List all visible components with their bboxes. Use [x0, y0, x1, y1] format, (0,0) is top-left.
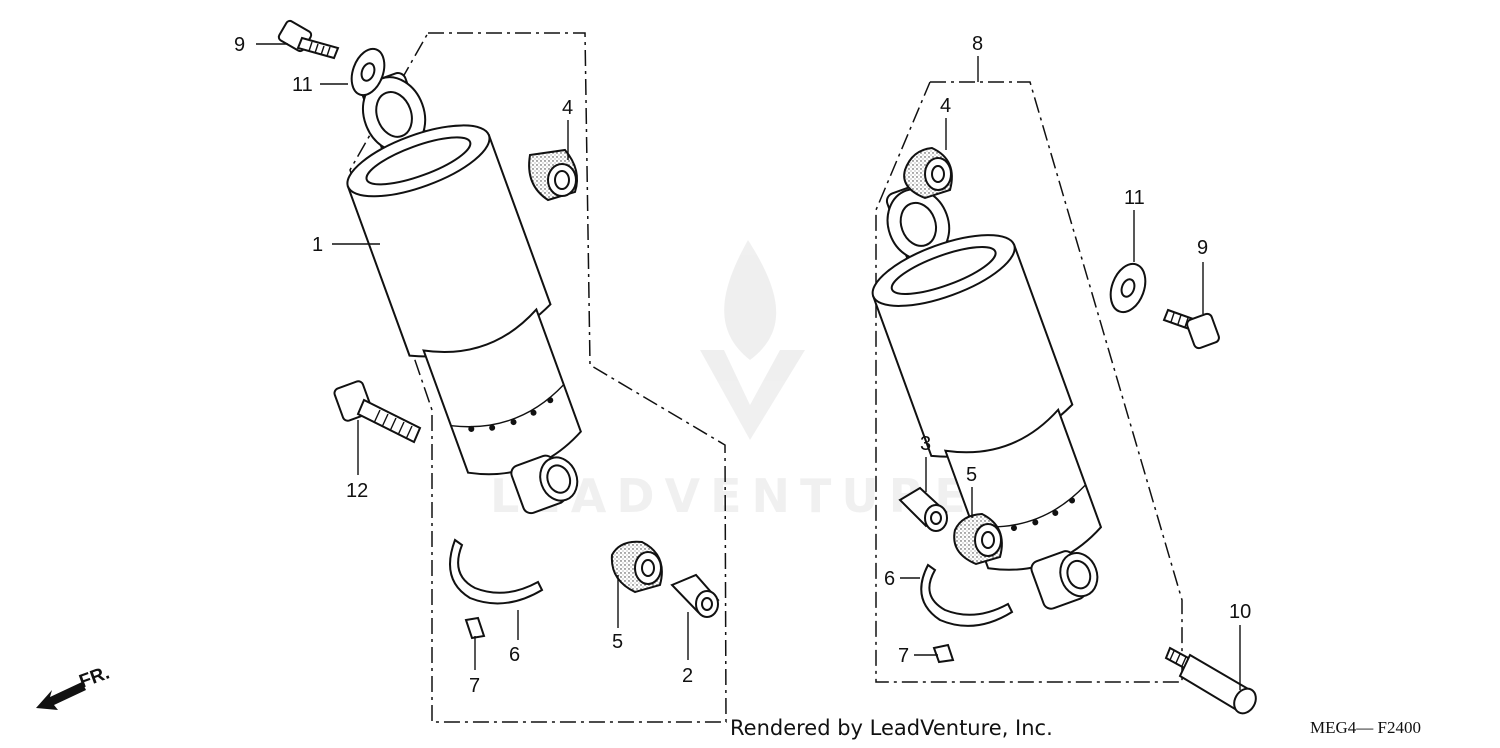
left-callout-2: 2 [682, 665, 693, 687]
right-callout-9: 9 [1197, 237, 1208, 259]
right-band-6 [920, 563, 1014, 627]
right-pin-10 [1164, 646, 1257, 715]
front-direction-indicator: FR. [36, 662, 112, 710]
left-bushing-5 [610, 540, 663, 594]
left-shock-assembly: 9 11 1 4 12 5 2 6 7 [234, 19, 727, 723]
front-arrow-icon [36, 682, 86, 710]
right-assembly-boundary [875, 81, 1183, 683]
left-collar-2 [670, 573, 720, 618]
left-callout-4: 4 [562, 97, 573, 119]
left-bushing-4 [528, 148, 578, 202]
left-callout-11: 11 [292, 74, 313, 96]
left-washer-11 [350, 47, 386, 97]
front-direction-label: FR. [77, 662, 113, 692]
right-bushing-4 [903, 146, 953, 200]
right-washer-11 [1109, 262, 1147, 314]
right-shock-assembly: 8 4 11 9 3 5 6 7 10 [871, 33, 1257, 715]
watermark-logo [700, 240, 805, 440]
right-callout-10: 10 [1229, 601, 1251, 623]
right-bolt-9 [1162, 308, 1220, 350]
right-collar-3 [898, 486, 948, 532]
left-shock-absorber [346, 72, 582, 515]
right-bushing-5 [953, 512, 1003, 566]
right-callout-3: 3 [920, 433, 931, 455]
left-bolt-9 [277, 19, 340, 60]
left-band-6 [449, 538, 544, 605]
left-callout-7: 7 [469, 675, 480, 697]
render-credit: Rendered by LeadVenture, Inc. [730, 716, 1053, 740]
diagram-code: MEG4— F2400 [1310, 718, 1421, 737]
left-callout-9: 9 [234, 34, 245, 56]
left-assembly-boundary [349, 32, 727, 723]
right-callout-6: 6 [884, 568, 895, 590]
left-callout-1: 1 [312, 234, 323, 256]
left-callout-6: 6 [509, 644, 520, 666]
right-callout-7: 7 [898, 645, 909, 667]
right-callout-4: 4 [940, 95, 951, 117]
left-callout-12: 12 [346, 480, 368, 502]
right-callout-5: 5 [966, 464, 977, 486]
left-callout-5: 5 [612, 631, 623, 653]
right-clip-7 [932, 643, 955, 664]
right-callout-8: 8 [972, 33, 983, 55]
right-callout-11: 11 [1124, 187, 1145, 209]
left-bolt-12 [333, 380, 422, 444]
left-clip-7 [464, 616, 486, 640]
